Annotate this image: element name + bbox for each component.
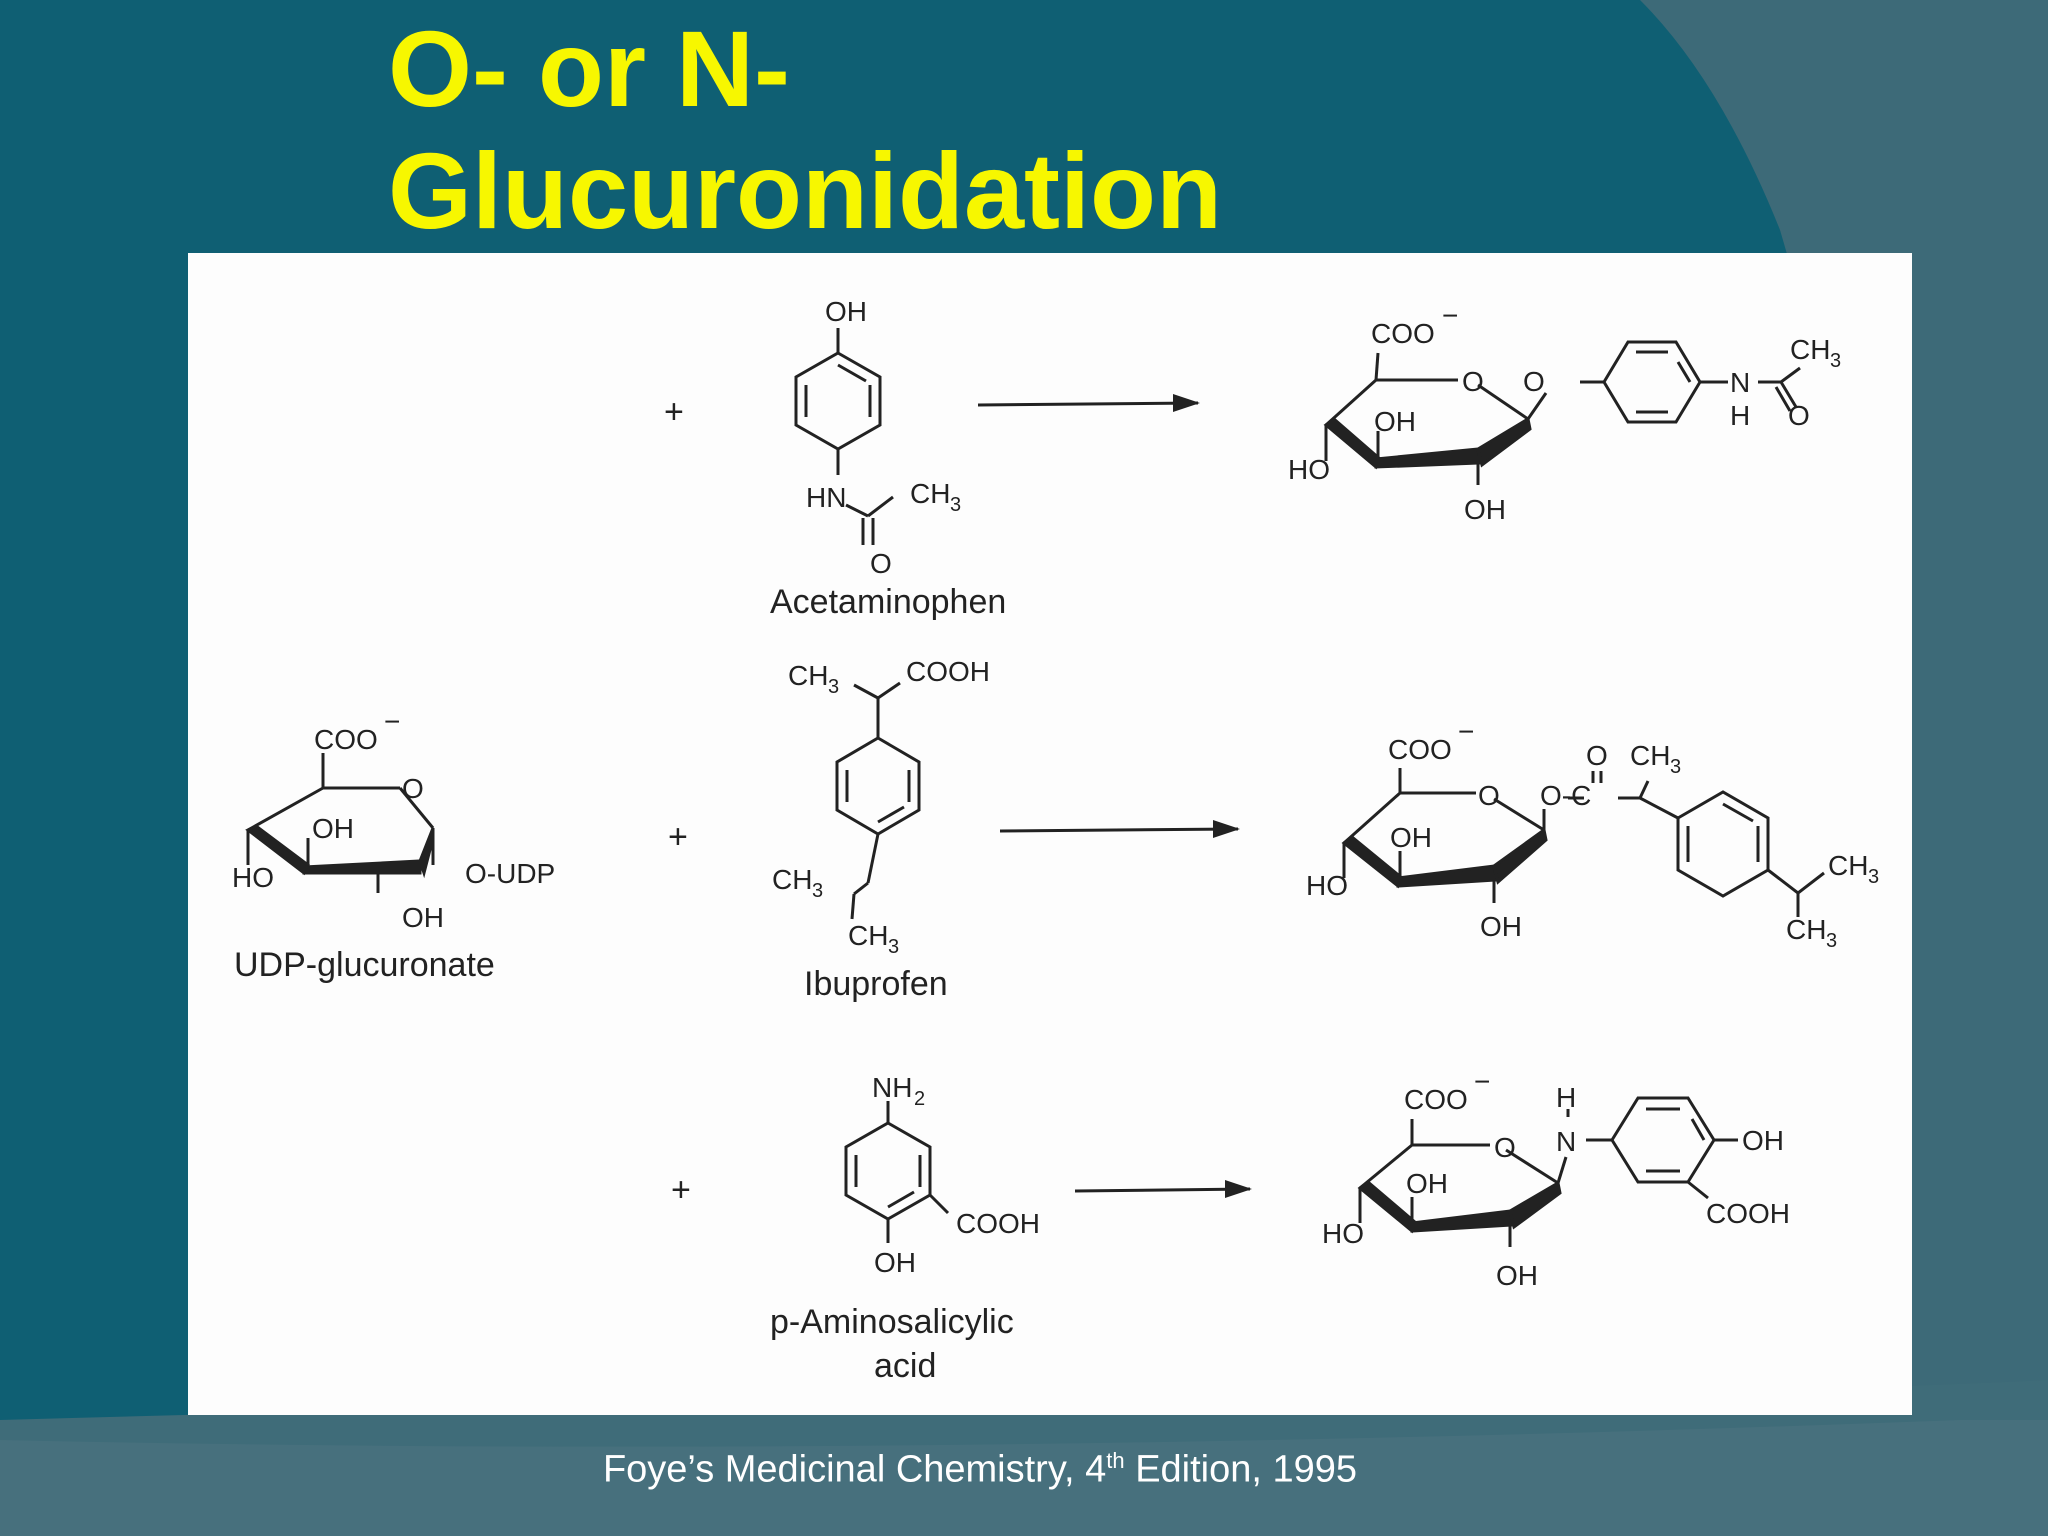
acetaminophen-ch-label: CH xyxy=(910,478,950,509)
title-line-2: Glucuronidation xyxy=(388,130,1222,251)
p2-ch3-right-label: CH xyxy=(1828,850,1868,881)
p3-oh-lower-label: OH xyxy=(1496,1260,1538,1291)
p1-ch3-sub: 3 xyxy=(1830,350,1841,372)
title-line-1: O- or N- xyxy=(388,8,790,129)
p1-coo-minus: − xyxy=(1442,300,1458,331)
p3-phenol-oh-label: OH xyxy=(1742,1125,1784,1156)
ibuprofen-caption: Ibuprofen xyxy=(804,965,948,1003)
udp-oh-lower-label: OH xyxy=(402,902,444,933)
citation-text: Foye’s Medicinal Chemistry, 4 xyxy=(602,1448,1107,1491)
arrow-3 xyxy=(1074,1187,1251,1193)
udp-ho-label: HO xyxy=(232,862,274,893)
p2-oh-lower-label: OH xyxy=(1480,911,1522,942)
acetaminophen-oh-label: OH xyxy=(825,296,867,327)
ibuprofen-glucuronide-structure xyxy=(1341,768,1825,917)
udp-glucuronate-structure xyxy=(245,753,435,893)
p2-carbonyl-o-label: O xyxy=(1586,740,1608,771)
ibuprofen-ch3-top-sub: 3 xyxy=(828,676,839,698)
p3-h-label: H xyxy=(1556,1082,1576,1113)
source-citation: Foye’s Medicinal Chemistry, 4th Edition,… xyxy=(0,1448,1960,1492)
acetaminophen-glucuronide-structure xyxy=(1323,340,1801,485)
citation-edition: Edition, 1995 xyxy=(1124,1448,1358,1491)
pas-nh2-label: NH xyxy=(872,1072,912,1103)
p1-h-label: H xyxy=(1730,400,1750,431)
udp-glucuronate-caption: UDP-glucuronate xyxy=(234,946,495,984)
pas-caption-line2: acid xyxy=(874,1347,936,1385)
acetaminophen-hn-label: HN xyxy=(806,482,846,513)
ibuprofen-ch3-mid-label: CH xyxy=(772,864,812,895)
pas-glucuronide-structure xyxy=(1357,1096,1738,1247)
p3-ho-label: HO xyxy=(1322,1218,1364,1249)
p2-coo-minus: − xyxy=(1458,716,1474,747)
p-aminosalicylic-acid-structure xyxy=(844,1101,950,1243)
p1-oh-lower-label: OH xyxy=(1464,494,1506,525)
ibuprofen-ch3-top-label: CH xyxy=(788,660,828,691)
arrow-2 xyxy=(999,827,1239,833)
ibuprofen-cooh-label: COOH xyxy=(906,656,990,687)
udp-ring-o-label: O xyxy=(402,773,424,804)
p2-oh-upper-label: OH xyxy=(1390,822,1432,853)
p2-ring-o-label: O xyxy=(1478,780,1500,811)
p1-carbonyl-o-label: O xyxy=(1788,400,1810,431)
udp-oh-upper-label: OH xyxy=(312,813,354,844)
citation-superscript: th xyxy=(1106,1448,1125,1473)
slide-title: O- or N- Glucuronidation xyxy=(388,8,1222,252)
plus-sign-3: + xyxy=(671,1171,691,1209)
p1-ch3-label: CH xyxy=(1790,334,1830,365)
udp-coo-label: COO xyxy=(314,724,378,755)
p2-ester-label: O-C xyxy=(1540,780,1591,811)
p2-ch3-bottom-label: CH xyxy=(1786,914,1826,945)
ibuprofen-ch3-bottom-sub: 3 xyxy=(888,936,899,958)
p2-coo-label: COO xyxy=(1388,734,1452,765)
p3-cooh-label: COOH xyxy=(1706,1198,1790,1229)
p2-ho-label: HO xyxy=(1306,870,1348,901)
p3-n-label: N xyxy=(1556,1126,1576,1157)
p1-n-label: N xyxy=(1730,367,1750,398)
plus-sign-1: + xyxy=(664,393,684,431)
ibuprofen-ch3-mid-sub: 3 xyxy=(812,880,823,902)
udp-coo-minus: − xyxy=(384,706,400,737)
udp-oudp-label: O-UDP xyxy=(465,858,555,889)
reaction-scheme-panel: COO − O OH HO O-UDP OH UDP-glucuronate +… xyxy=(188,253,1912,1415)
acetaminophen-caption: Acetaminophen xyxy=(770,583,1006,621)
acetaminophen-o-label: O xyxy=(870,548,892,579)
plus-sign-2: + xyxy=(668,818,688,856)
pas-oh-label: OH xyxy=(874,1247,916,1278)
p1-coo-label: COO xyxy=(1371,318,1435,349)
ibuprofen-ch3-bottom-label: CH xyxy=(848,920,888,951)
acetaminophen-structure xyxy=(794,328,894,545)
p2-ch3-sub: 3 xyxy=(1670,756,1681,778)
pas-nh2-sub: 2 xyxy=(914,1088,925,1110)
arrow-1 xyxy=(977,401,1199,407)
p3-ring-o-label: O xyxy=(1494,1132,1516,1163)
p1-oh-upper-label: OH xyxy=(1374,406,1416,437)
p3-oh-upper-label: OH xyxy=(1406,1168,1448,1199)
pas-caption-line1: p-Aminosalicylic xyxy=(770,1303,1014,1341)
p3-coo-label: COO xyxy=(1404,1084,1468,1115)
p2-ch3-bottom-sub: 3 xyxy=(1826,930,1837,952)
glucuronidation-reaction-diagram: COO − O OH HO O-UDP OH UDP-glucuronate +… xyxy=(232,296,1879,1385)
p1-ho-label: HO xyxy=(1288,454,1330,485)
p2-ch3-label: CH xyxy=(1630,740,1670,771)
p3-coo-minus: − xyxy=(1474,1066,1490,1097)
pas-cooh-label: COOH xyxy=(956,1208,1040,1239)
p1-ring-o-label: O xyxy=(1462,366,1484,397)
p2-ch3-right-sub: 3 xyxy=(1868,866,1879,888)
p1-linker-o-label: O xyxy=(1523,366,1545,397)
reaction-arrows xyxy=(977,394,1252,1198)
acetaminophen-ch-sub: 3 xyxy=(950,494,961,516)
ibuprofen-structure xyxy=(835,681,921,920)
